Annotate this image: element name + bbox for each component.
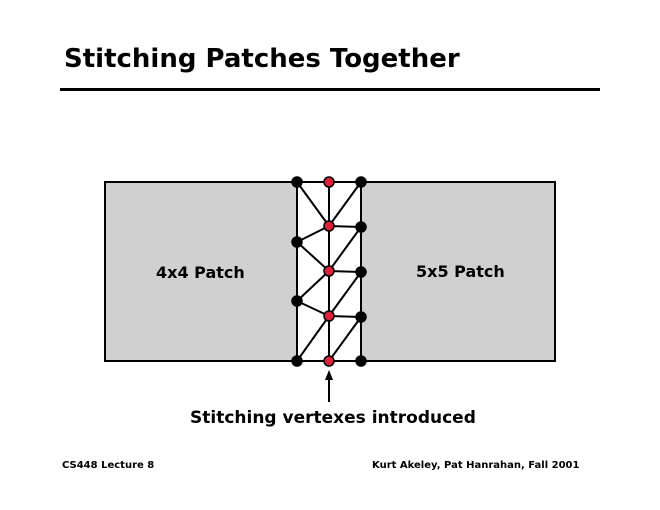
- edge: [296, 241, 330, 272]
- vertices: [291, 176, 367, 367]
- stitch-vertex: [323, 220, 335, 232]
- patch-vertex: [355, 266, 367, 278]
- edge: [328, 226, 362, 272]
- right-patch: [360, 181, 556, 362]
- patch-vertex: [291, 295, 303, 307]
- left-patch-label: 4x4 Patch: [156, 263, 245, 282]
- stitch-vertex: [323, 355, 335, 367]
- left-patch: [104, 181, 298, 362]
- patch-vertex: [291, 236, 303, 248]
- edge: [328, 316, 362, 362]
- slide-title: Stitching Patches Together: [64, 44, 460, 74]
- stitch-vertex: [323, 265, 335, 277]
- stitch-edges: [296, 181, 362, 362]
- patch-vertex: [355, 176, 367, 188]
- caption: Stitching vertexes introduced: [190, 408, 476, 428]
- patch-vertex: [355, 311, 367, 323]
- patch-vertex: [355, 221, 367, 233]
- title-underline: [60, 88, 600, 91]
- patch-vertex: [291, 355, 303, 367]
- edge: [296, 315, 330, 362]
- right-patch-label: 5x5 Patch: [416, 262, 505, 281]
- patch-vertex: [355, 355, 367, 367]
- edge: [296, 181, 330, 227]
- edge: [328, 271, 362, 317]
- arrow-icon: [325, 370, 333, 402]
- patch-vertex: [291, 176, 303, 188]
- edge: [296, 270, 330, 302]
- edge: [328, 181, 362, 227]
- footer-right: Kurt Akeley, Pat Hanrahan, Fall 2001: [372, 460, 580, 471]
- edge: [296, 225, 330, 243]
- stitch-vertex: [323, 310, 335, 322]
- footer-left: CS448 Lecture 8: [62, 460, 155, 471]
- edge: [296, 300, 330, 317]
- stitch-vertex: [323, 176, 335, 188]
